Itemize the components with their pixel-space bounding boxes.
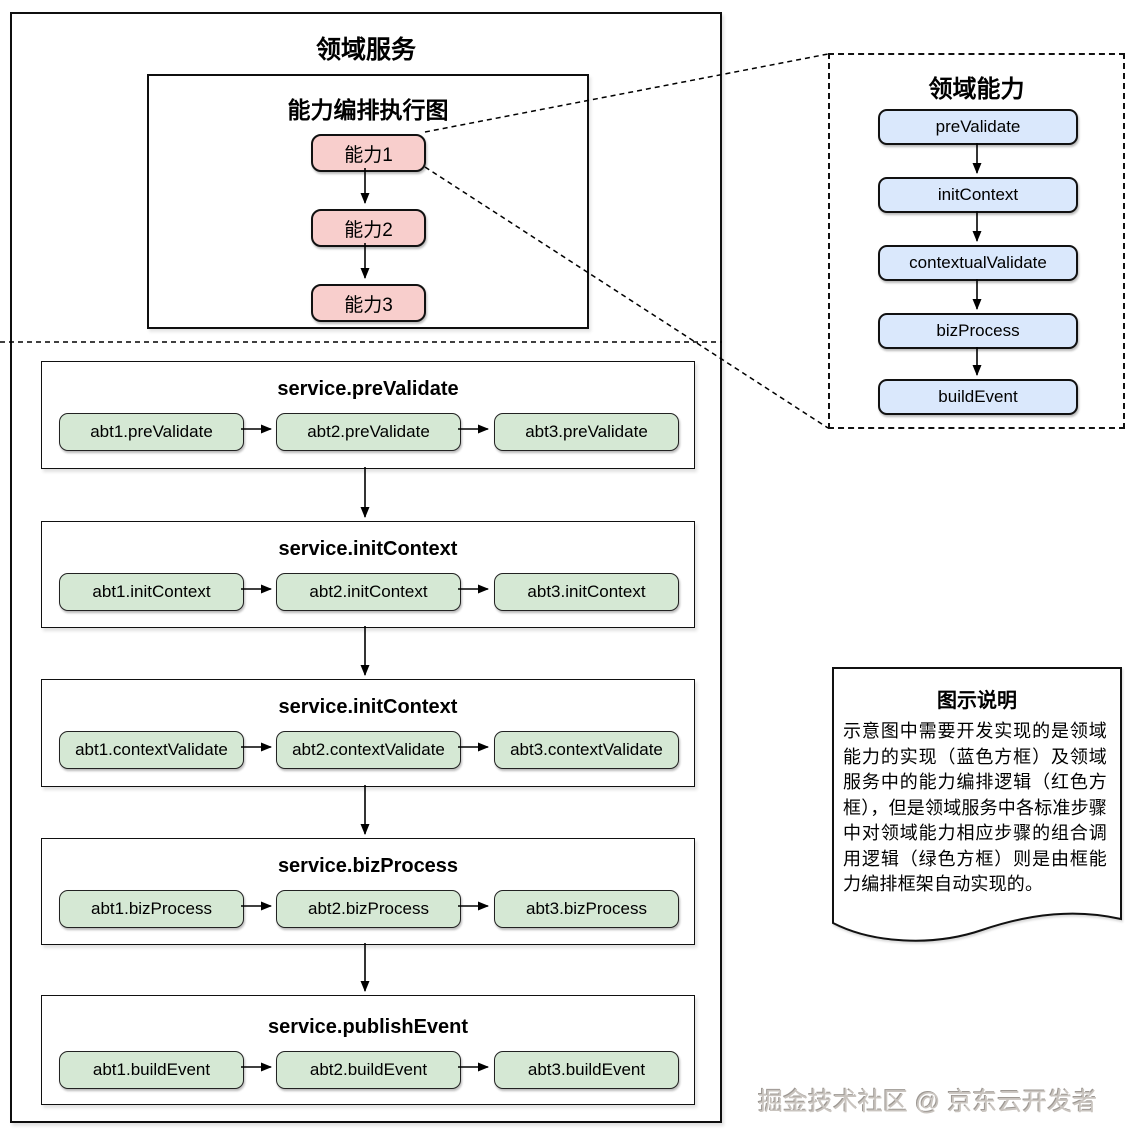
domain-service-box: 领域服务 能力编排执行图 能力1 能力2 能力3 service.preVali… bbox=[10, 12, 722, 1123]
orchestration-title: 能力编排执行图 bbox=[287, 97, 449, 123]
section-title: service.publishEvent bbox=[267, 1016, 469, 1038]
step-node: abt3.preValidate bbox=[494, 413, 679, 451]
section-title: service.bizProcess bbox=[277, 855, 459, 877]
legend-body: 示意图中需要开发实现的是领域能力的实现（蓝色方框）及领域服务中的能力编排逻辑（红… bbox=[843, 721, 1107, 894]
section-title: service.preValidate bbox=[277, 378, 459, 400]
step-node: abt3.initContext bbox=[494, 573, 679, 611]
document-shape bbox=[832, 667, 1122, 942]
step-node: abt1.initContext bbox=[59, 573, 244, 611]
capability-step-buildevent: buildEvent bbox=[878, 379, 1078, 415]
orchestration-box: 能力编排执行图 能力1 能力2 能力3 bbox=[147, 74, 589, 329]
step-node: abt2.buildEvent bbox=[276, 1051, 461, 1089]
step-node: abt3.contextValidate bbox=[494, 731, 679, 769]
capability-step-bizprocess: bizProcess bbox=[878, 313, 1078, 349]
step-node: abt2.bizProcess bbox=[276, 890, 461, 928]
step-node: abt2.contextValidate bbox=[276, 731, 461, 769]
step-node: abt1.bizProcess bbox=[59, 890, 244, 928]
step-node: abt3.buildEvent bbox=[494, 1051, 679, 1089]
step-node: abt1.contextValidate bbox=[59, 731, 244, 769]
section-service-prevalidate: service.preValidate abt1.preValidate abt… bbox=[41, 361, 695, 469]
step-node: abt1.preValidate bbox=[59, 413, 244, 451]
section-title: service.initContext bbox=[278, 538, 458, 560]
capability-step-contextualvalidate: contextualValidate bbox=[878, 245, 1078, 281]
section-title: service.initContext bbox=[278, 696, 458, 718]
section-service-initcontext: service.initContext abt1.initContext abt… bbox=[41, 521, 695, 628]
watermark: 掘金技术社区 @ 京东云开发者 bbox=[758, 1088, 1098, 1116]
domain-service-title: 领域服务 bbox=[315, 36, 416, 64]
capability-node-2: 能力2 bbox=[311, 209, 426, 247]
capability-node-1: 能力1 bbox=[311, 134, 426, 172]
step-node: abt1.buildEvent bbox=[59, 1051, 244, 1089]
legend-note: 图示说明 示意图中需要开发实现的是领域能力的实现（蓝色方框）及领域服务中的能力编… bbox=[832, 667, 1122, 957]
step-node: abt2.preValidate bbox=[276, 413, 461, 451]
legend-title: 图示说明 bbox=[937, 690, 1017, 712]
domain-capability-box: 领域能力 preValidate initContext contextualV… bbox=[828, 53, 1125, 429]
section-service-bizprocess: service.bizProcess abt1.bizProcess abt2.… bbox=[41, 838, 695, 945]
capability-node-3: 能力3 bbox=[311, 284, 426, 322]
step-node: abt3.bizProcess bbox=[494, 890, 679, 928]
capability-step-initcontext: initContext bbox=[878, 177, 1078, 213]
step-node: abt2.initContext bbox=[276, 573, 461, 611]
domain-capability-title: 领域能力 bbox=[928, 76, 1025, 103]
capability-step-prevalidate: preValidate bbox=[878, 109, 1078, 145]
section-service-publishevent: service.publishEvent abt1.buildEvent abt… bbox=[41, 995, 695, 1105]
section-service-contextvalidate: service.initContext abt1.contextValidate… bbox=[41, 679, 695, 787]
